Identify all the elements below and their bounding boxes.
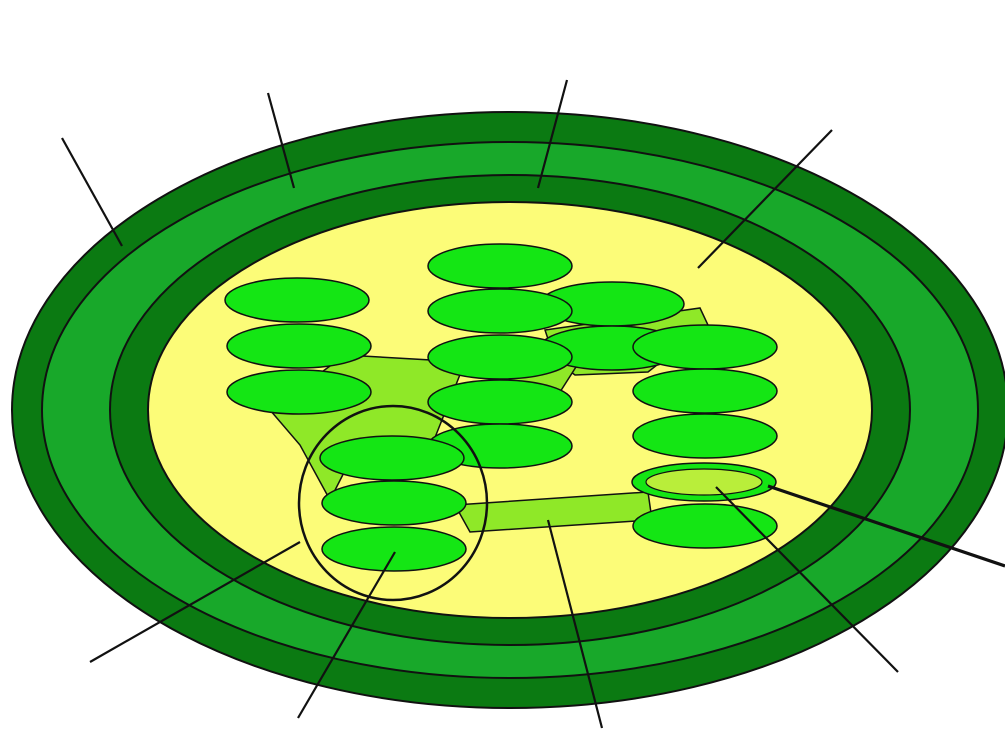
leader-line-outer-membrane bbox=[62, 138, 122, 246]
thylakoid-lumen bbox=[646, 469, 762, 495]
granum-left bbox=[225, 278, 371, 414]
thylakoid bbox=[428, 289, 572, 333]
thylakoid bbox=[428, 244, 572, 288]
granum-center bbox=[428, 244, 572, 468]
granum-right bbox=[632, 325, 777, 548]
thylakoid bbox=[633, 369, 777, 413]
thylakoid bbox=[322, 481, 466, 525]
thylakoid bbox=[428, 380, 572, 424]
thylakoid bbox=[225, 278, 369, 322]
thylakoid bbox=[322, 527, 466, 571]
thylakoid bbox=[227, 370, 371, 414]
thylakoid bbox=[633, 414, 777, 458]
thylakoid bbox=[320, 436, 464, 480]
thylakoid bbox=[428, 335, 572, 379]
granum-front bbox=[320, 436, 466, 571]
thylakoid bbox=[227, 324, 371, 368]
thylakoid bbox=[633, 325, 777, 369]
